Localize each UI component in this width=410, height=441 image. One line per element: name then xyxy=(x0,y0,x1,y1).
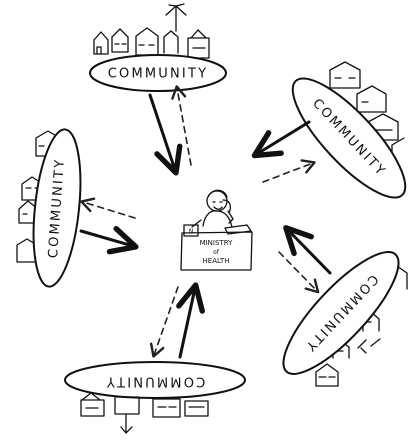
community-top-label: COMMUNITY xyxy=(108,67,209,82)
ministry-desk xyxy=(180,231,253,271)
left-to-ministry-arrow xyxy=(79,225,139,255)
ministry-label-line-1: MINISTRY xyxy=(200,239,234,247)
community-lower-right-bubble xyxy=(282,251,400,375)
community-top: COMMUNITY xyxy=(89,3,227,176)
village-upper-right-icon xyxy=(329,61,405,163)
desk-box-letter: N xyxy=(189,228,194,235)
top-to-ministry-arrow xyxy=(148,93,183,176)
ministry-to-left-dashed-arrow xyxy=(80,197,136,219)
ministry-label-line-2: of xyxy=(213,249,220,256)
community-upper-right-bubble xyxy=(291,77,407,199)
community-bottom: COMMUNITY xyxy=(64,282,246,434)
village-top-icon xyxy=(93,3,210,59)
community-bottom-bubble xyxy=(64,361,246,399)
community-bottom-label: COMMUNITY xyxy=(105,374,206,389)
upper-right-to-ministry-arrow xyxy=(251,120,311,159)
community-top-bubble xyxy=(89,54,227,92)
ministry-to-upper-right-dashed-arrow xyxy=(262,159,316,183)
lower-right-to-ministry-arrow xyxy=(283,225,332,275)
ministry-of-health: N MINISTRY of HEALTH xyxy=(180,189,253,271)
community-lower-right: COMMUNITY xyxy=(278,225,408,387)
official-icon xyxy=(191,189,234,228)
village-bottom-icon xyxy=(80,392,209,434)
community-left-label: COMMUNITY xyxy=(46,157,68,258)
ministry-to-bottom-dashed-arrow xyxy=(149,286,179,358)
ministry-label-line-3: HEALTH xyxy=(203,257,230,265)
community-left-bubble xyxy=(32,128,82,288)
community-upper-right: COMMUNITY xyxy=(251,61,407,199)
ministry-to-top-dashed-arrow xyxy=(171,85,192,166)
desk-papers xyxy=(224,224,252,235)
community-left: COMMUNITY xyxy=(16,128,139,288)
ministry-to-lower-right-dashed-arrow xyxy=(278,251,320,294)
bottom-to-ministry-arrow xyxy=(176,282,205,359)
desk-box xyxy=(183,224,199,237)
